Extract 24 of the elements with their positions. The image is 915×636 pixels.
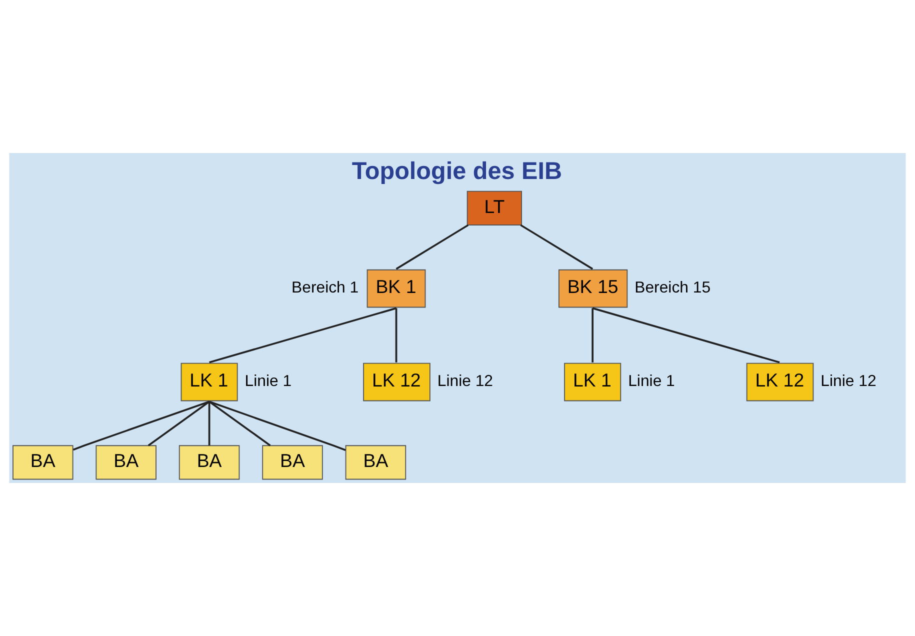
node-box: BA [345, 445, 406, 480]
node-label: Bereich 15 [634, 279, 711, 296]
connector [592, 307, 780, 364]
node-box: BA [96, 445, 156, 480]
diagram-title: Topologie des EIB [352, 158, 562, 185]
node-box: BA [178, 445, 240, 480]
node-box: LT [466, 190, 522, 226]
connector [396, 224, 469, 270]
connector [208, 400, 346, 451]
node-label: Linie 12 [437, 372, 494, 390]
node-label: Linie 1 [628, 372, 675, 390]
connector [209, 307, 397, 364]
node-label: Bereich 1 [292, 279, 359, 296]
connector [208, 402, 210, 446]
node-box: BA [262, 445, 323, 480]
connector [592, 308, 594, 362]
connector [72, 400, 210, 451]
connector [208, 400, 271, 446]
node-label: Linie 12 [820, 372, 876, 390]
connector [148, 400, 210, 446]
connector [395, 308, 398, 362]
connector [520, 224, 594, 270]
node-label: Linie 1 [244, 372, 292, 390]
node-box: BA [12, 445, 74, 480]
